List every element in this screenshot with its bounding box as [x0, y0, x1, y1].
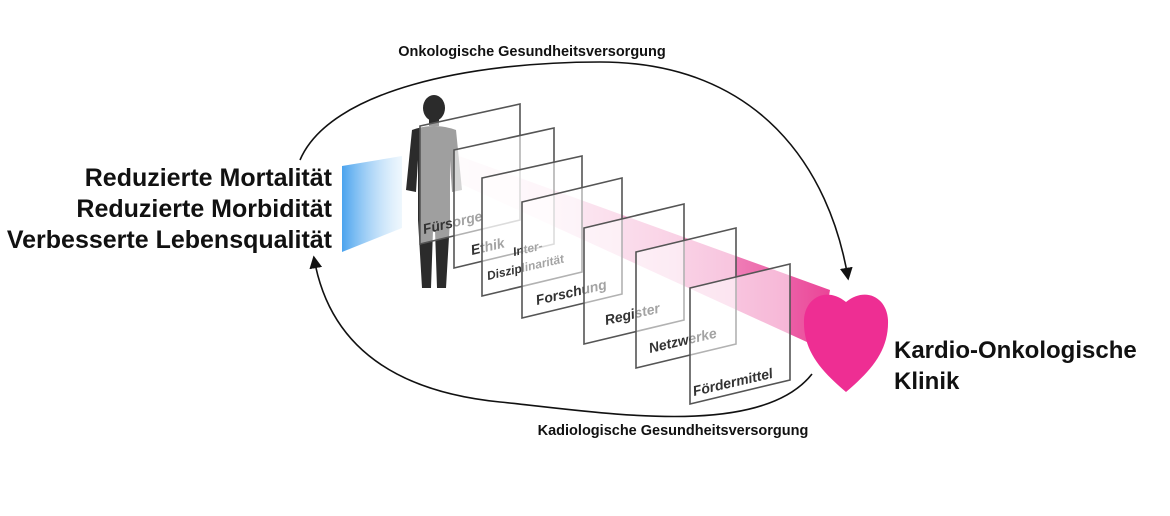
clinic-label-line2: Klinik — [894, 368, 960, 395]
top-arc-arrow — [299, 61, 853, 281]
bottom-arc-label: Kadiologische Gesundheitsversorgung — [538, 423, 809, 439]
outcome-morbidity: Reduzierte Morbidität — [76, 195, 332, 223]
heart-icon — [803, 294, 889, 392]
outcome-mortality: Reduzierte Mortalität — [85, 164, 333, 192]
panel-foerdermittel: Fördermittel — [689, 262, 791, 406]
outcome-quality-of-life: Verbesserte Lebensqualität — [7, 226, 333, 254]
bottom-arc-arrow — [309, 255, 813, 418]
clinic-label-line1: Kardio-Onkologische — [894, 337, 1137, 364]
top-arc-label: Onkologische Gesundheitsversorgung — [398, 44, 666, 60]
outcome-funnel — [342, 156, 402, 252]
